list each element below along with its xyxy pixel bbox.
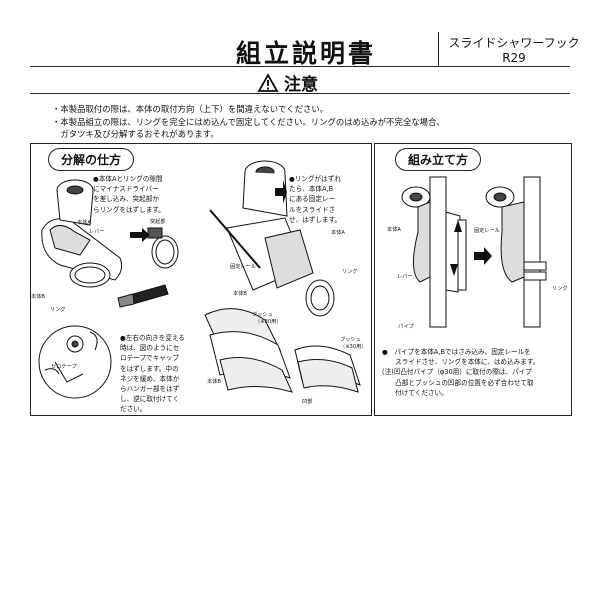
label-body-b: 本体B bbox=[31, 294, 45, 300]
label-body-b-2: 本体B bbox=[233, 291, 247, 297]
caution-notes: ・本製品取付の際は、本体の取付方向（上下）を間違えないでください。 ・本製品組立… bbox=[52, 103, 552, 141]
label-protrusion: 突起部 bbox=[150, 219, 166, 225]
product-code: R29 bbox=[502, 51, 526, 65]
disassembly-panel bbox=[30, 143, 372, 416]
label-ring-2: リング bbox=[342, 269, 358, 275]
disassembly-illustration-bush bbox=[204, 308, 361, 393]
caution-rule bbox=[30, 93, 570, 94]
disassembly-step3-text: ●左右の向きを変える時は、図のようにセロテープでキャップをはずします。中のネジを… bbox=[120, 334, 185, 414]
label-body-a-2: 本体A bbox=[331, 230, 345, 236]
label-bush-1: ブッシュ bbox=[252, 312, 273, 318]
product-label: スライドシャワーフック R29 bbox=[448, 36, 580, 66]
label-bush-2: ブッシュ bbox=[340, 337, 361, 343]
disassembly-heading: 分解の仕方 bbox=[48, 148, 135, 171]
assembly-label-pipe: パイプ bbox=[398, 324, 414, 330]
header-divider bbox=[438, 32, 439, 66]
label-body-b-3: 本体B bbox=[207, 379, 221, 385]
caution-note: ガタツキ及び分解するおそれがあります。 bbox=[52, 129, 219, 139]
label-lever: レバー bbox=[89, 229, 105, 235]
caution-note: ・本製品組立の際は、リングを完全にはめ込んで固定してください。リングのはめ込みが… bbox=[52, 116, 445, 127]
disassembly-illustration-tape bbox=[38, 325, 112, 399]
page-title: 組立説明書 bbox=[236, 39, 377, 68]
assembly-illustration bbox=[401, 176, 547, 328]
assembly-label-lever: レバー bbox=[397, 274, 413, 280]
caution-note: ・本製品取付の際は、本体の取付方向（上下）を間違えないでください。 bbox=[52, 104, 329, 114]
label-bush-2-sub: （※30用） bbox=[340, 344, 367, 350]
assembly-label-body-a: 本体A bbox=[387, 227, 401, 233]
label-rail: 固定レール bbox=[230, 264, 256, 270]
assembly-notes: ● パイプを本体A,Bではさみ込み、固定レールを スライドさせ、リングを本体に、… bbox=[382, 348, 540, 397]
disassembly-illustration-rail bbox=[209, 160, 335, 317]
caution-heading-text: 注意 bbox=[284, 75, 318, 95]
disassembly-step1-text: ●本体Aとリングの隙間にマイナスドライバーを差し込み、突起部からリングをはずしま… bbox=[93, 175, 165, 214]
label-ring: リング bbox=[50, 307, 66, 313]
assembly-panel bbox=[374, 143, 572, 416]
product-name: スライドシャワーフック bbox=[448, 36, 580, 50]
disassembly-illustration-ring bbox=[41, 179, 179, 308]
label-body-a: 本体A bbox=[77, 220, 91, 226]
caution-heading: 注意 bbox=[257, 70, 318, 95]
label-recess: 凹部 bbox=[302, 399, 313, 405]
header-rule bbox=[30, 66, 570, 67]
warning-icon bbox=[257, 72, 279, 92]
label-tape: セロテープ bbox=[51, 364, 77, 370]
assembly-heading: 組み立て方 bbox=[395, 148, 482, 171]
assembly-label-rail: 固定レール bbox=[474, 228, 500, 234]
label-bush-1-sub: （※30用） bbox=[255, 319, 282, 325]
assembly-label-ring: リング bbox=[552, 286, 568, 292]
